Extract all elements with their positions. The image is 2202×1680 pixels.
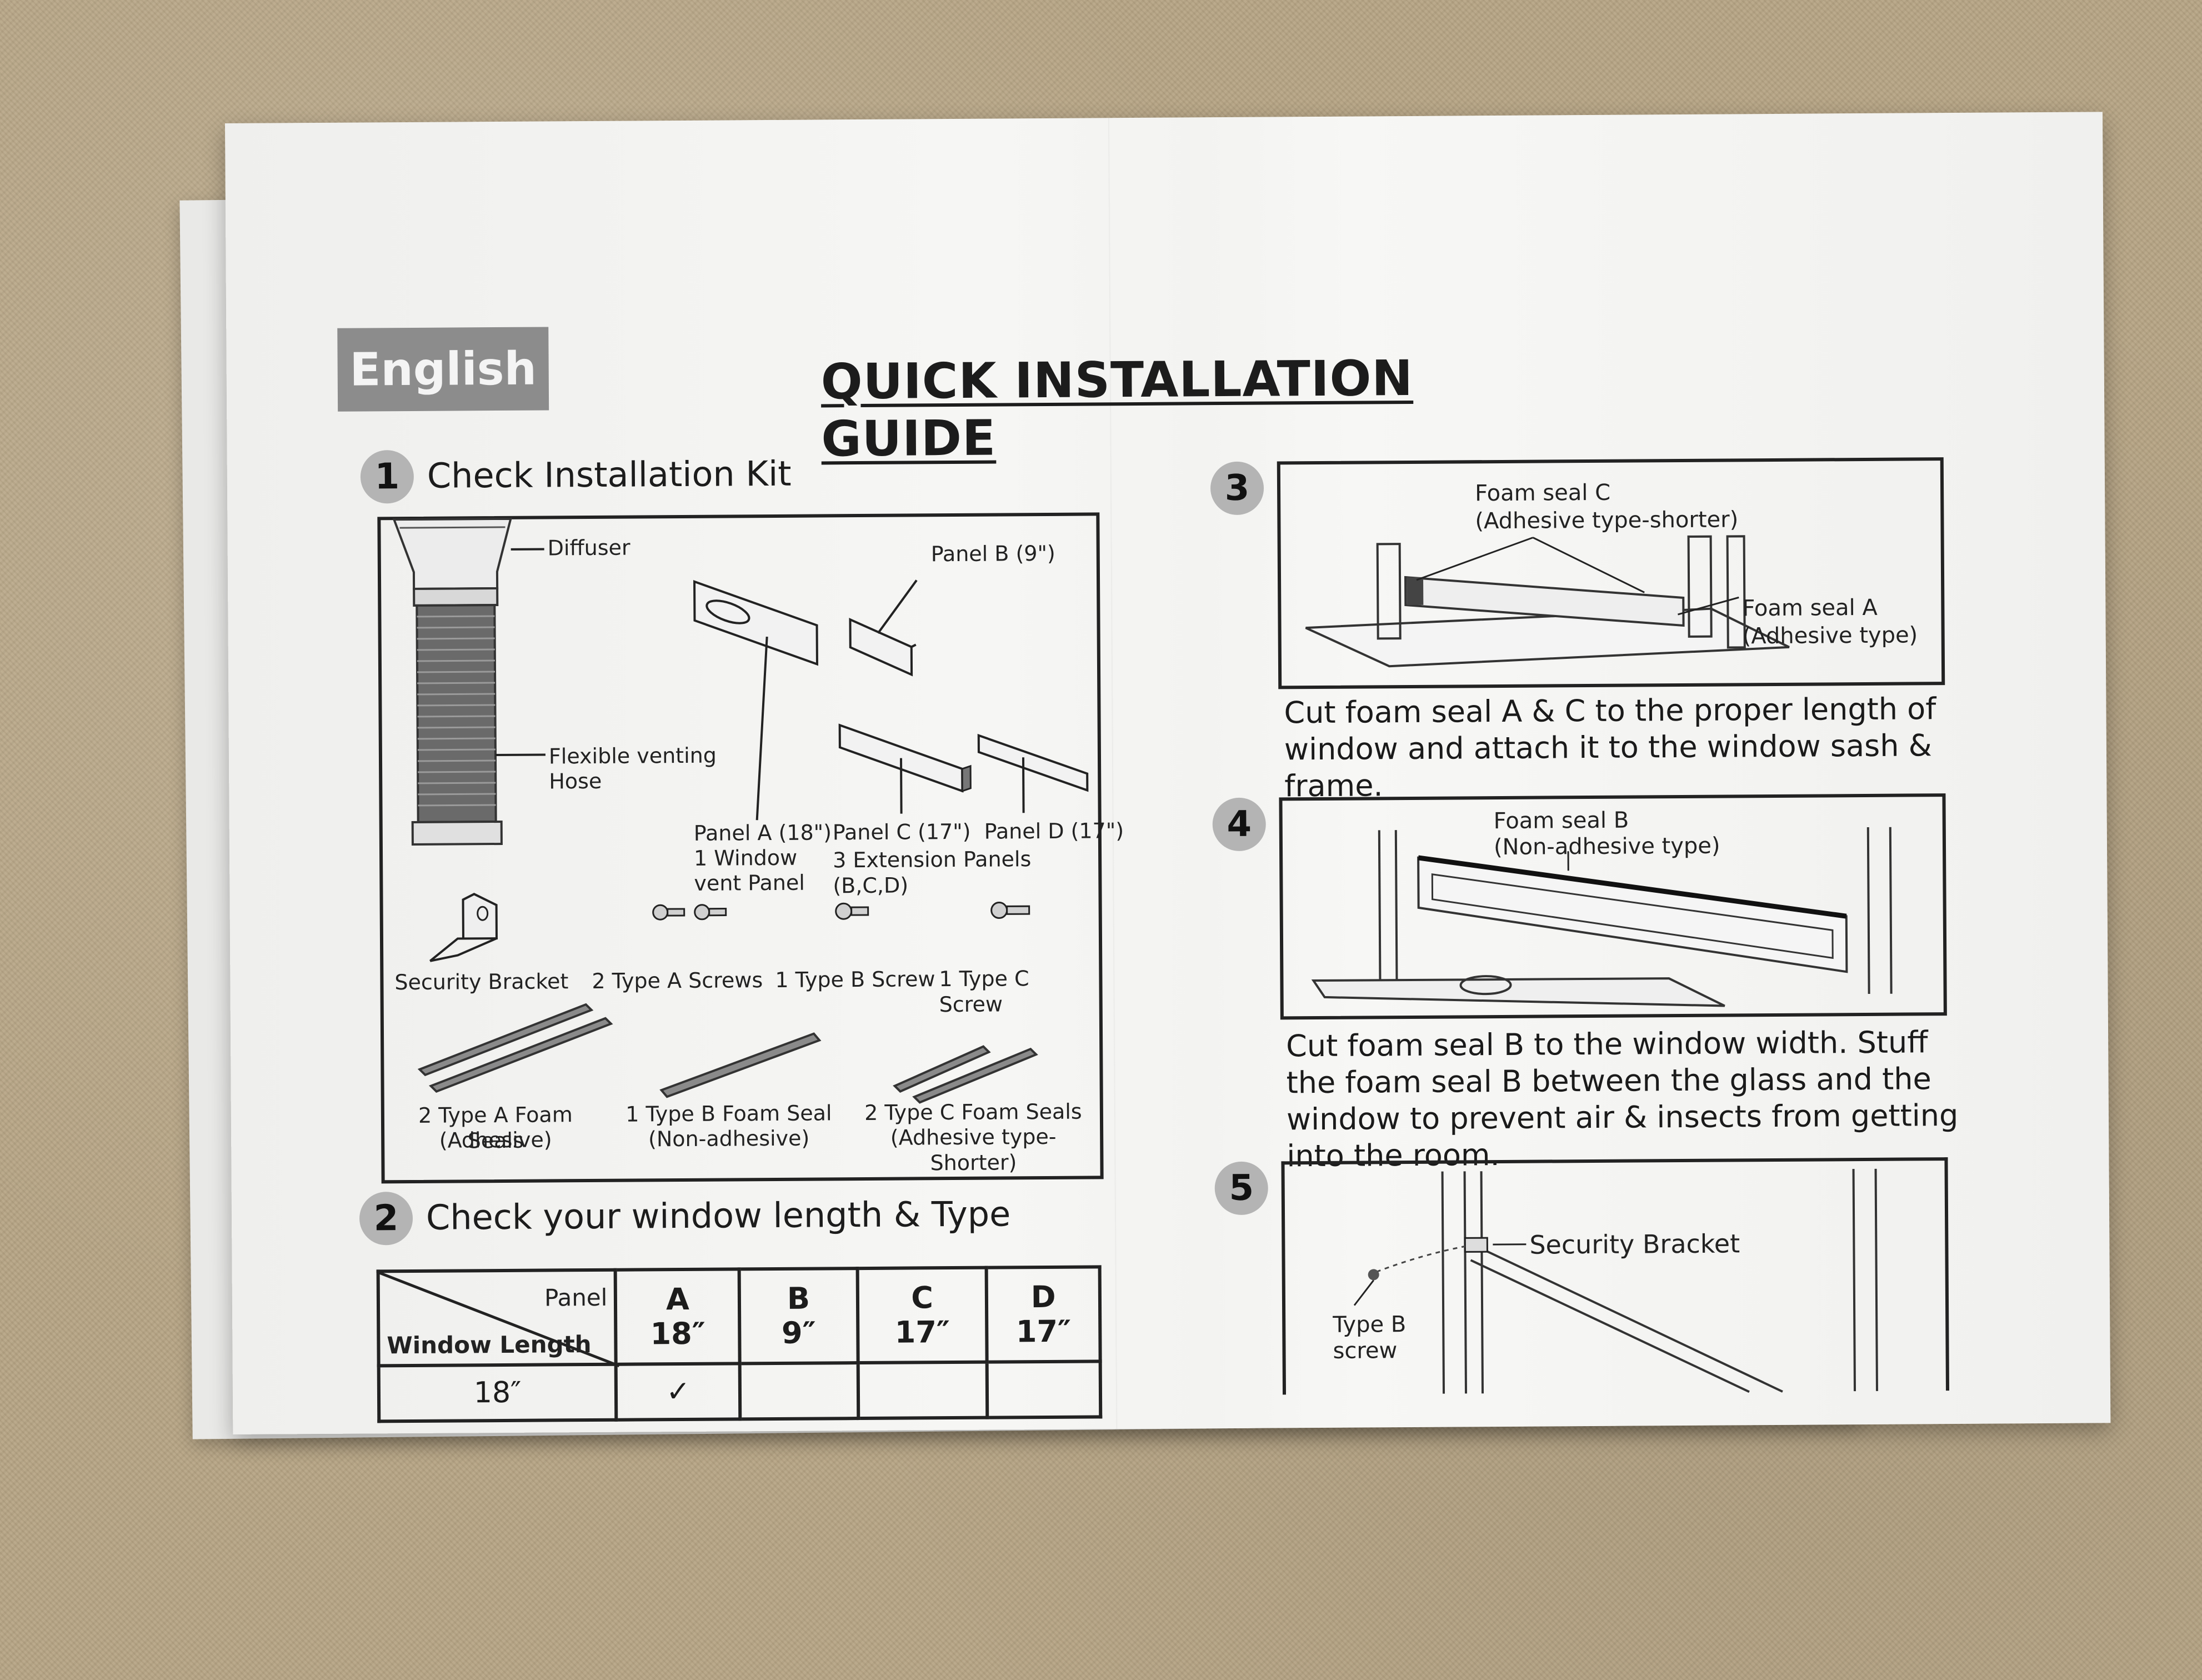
diffuser-illustration <box>392 517 512 607</box>
foam-b-label-line1: 1 Type B Foam Seal <box>625 1101 832 1127</box>
foam-seal-b-illustration <box>659 1032 822 1098</box>
step-4-number: 4 <box>1212 797 1267 852</box>
security-bracket-label: Security Bracket <box>394 969 569 995</box>
row-length: 18″ <box>378 1364 617 1422</box>
type-c-screw-label: 1 Type C Screw <box>939 966 1029 1017</box>
step-5-illustration <box>1353 1168 1878 1394</box>
installation-kit-box: Diffuser Panel B (9") Flexible venting H… <box>377 512 1124 1184</box>
column-c-header: C 17″ <box>857 1267 988 1363</box>
column-a-letter: A <box>665 1281 689 1317</box>
column-d-header: D 17″ <box>987 1267 1100 1362</box>
kit-illustration <box>392 517 1089 1104</box>
row-cell-a: ✓ <box>616 1363 740 1420</box>
column-d-letter: D <box>1030 1279 1056 1315</box>
type-b-screw-step5-label-line2: screw <box>1333 1338 1398 1364</box>
diffuser-label: Diffuser <box>547 535 630 561</box>
panel-d-illustration <box>977 733 1089 792</box>
step-5-number: 5 <box>1214 1161 1269 1216</box>
language-badge: English <box>337 327 549 412</box>
type-a-screws-label: 2 Type A Screws <box>592 968 763 993</box>
column-b-header: B 9″ <box>739 1268 858 1364</box>
foam-a-label-line2: (Adhesive) <box>439 1127 552 1153</box>
type-a-screws-illustration <box>652 904 727 921</box>
panel-c-illustration <box>838 723 972 793</box>
step-3-illustration-box: Foam seal C (Adhesive type-shorter) Foam… <box>1277 457 1945 689</box>
panel-b-label: Panel B (9") <box>930 541 1055 567</box>
foam-c-label-line1: 2 Type C Foam Seals <box>864 1099 1082 1126</box>
step-4-text: Cut foam seal B to the window width. Stu… <box>1285 1024 1959 1173</box>
column-a-header: A 18″ <box>615 1269 740 1364</box>
sheet-fold <box>1108 118 1118 1429</box>
row-cell-c <box>858 1362 988 1419</box>
row-cell-d <box>987 1361 1101 1418</box>
foam-b-label-line2: (Non-adhesive) <box>648 1126 810 1152</box>
corner-diagonal <box>379 1272 620 1368</box>
step-1-title: Check Installation Kit <box>427 453 792 496</box>
step-5-illustration-box: Security Bracket Type B screw <box>1281 1157 1949 1395</box>
foam-seal-b-label-line2: (Non-adhesive type) <box>1493 833 1720 861</box>
type-b-screw-label: 1 Type B Screw <box>775 967 935 992</box>
foam-seal-c-label-line2: (Adhesive type-shorter) <box>1475 507 1739 534</box>
hose-label-line1: Flexible venting <box>548 743 717 769</box>
column-b-letter: B <box>787 1281 810 1316</box>
type-b-screw-illustration <box>835 902 869 920</box>
step-3-illustration <box>1305 535 1790 668</box>
step-3-number: 3 <box>1210 461 1264 516</box>
instruction-sheet: English QUICK INSTALLATION GUIDE 1 Check… <box>225 112 2111 1434</box>
type-c-screw-illustration <box>990 902 1030 919</box>
foam-seals-a-illustration <box>417 1003 613 1093</box>
security-bracket-illustration <box>429 893 498 962</box>
step-3-text: Cut foam seal A & C to the proper length… <box>1284 691 1936 804</box>
column-c-size: 17″ <box>894 1314 950 1350</box>
step-4-illustration <box>1311 827 1893 1007</box>
type-b-screw-step5-label-line1: Type B <box>1333 1312 1407 1338</box>
security-bracket-step5-label: Security Bracket <box>1529 1228 1740 1260</box>
step-2-title: Check your window length & Type <box>426 1193 1011 1238</box>
foam-seals-c-illustration <box>893 1045 1038 1104</box>
panel-a-label-line3: vent Panel <box>694 870 805 896</box>
panel-a-label-line2: 1 Window <box>693 845 798 871</box>
panel-b-illustration <box>849 618 917 677</box>
panel-cd-label-line2: 3 Extension Panels (B,C,D) <box>832 847 1032 898</box>
corner-window-length-label: Window Length <box>387 1330 592 1359</box>
step-2-number: 2 <box>359 1191 413 1246</box>
window-length-table: Panel Window Length A 18″ B 9″ C 17″ D 1… <box>377 1265 1103 1423</box>
foam-seal-a-label-line2: (Adhesive type) <box>1742 622 1918 649</box>
column-b-size: 9″ <box>781 1315 816 1351</box>
step-4-illustration-box: Foam seal B (Non-adhesive type) <box>1279 793 1947 1020</box>
panel-a-label-line1: Panel A (18") <box>693 820 832 846</box>
foam-seal-c-label-line1: Foam seal C <box>1474 479 1611 507</box>
panel-a-illustration <box>693 580 818 666</box>
foam-c-label-line2: (Adhesive type-Shorter) <box>890 1124 1057 1175</box>
foam-seal-b-label-line1: Foam seal B <box>1493 807 1629 834</box>
column-c-letter: C <box>911 1280 934 1316</box>
hose-illustration <box>411 604 503 846</box>
step-1-number: 1 <box>360 449 414 504</box>
corner-panel-label: Panel <box>544 1283 608 1312</box>
row-cell-b <box>740 1363 858 1419</box>
foam-seal-a-label-line1: Foam seal A <box>1742 594 1878 622</box>
page-title: QUICK INSTALLATION GUIDE <box>820 349 1414 468</box>
panel-cd-label-line1: Panel C (17") Panel D (17") <box>832 818 1124 845</box>
table-corner-cell: Panel Window Length <box>378 1269 620 1368</box>
hose-label-line2: Hose <box>549 768 602 794</box>
column-d-size: 17″ <box>1015 1313 1072 1349</box>
column-a-size: 18″ <box>650 1316 706 1352</box>
table-row: 18″ ✓ <box>378 1361 1101 1422</box>
